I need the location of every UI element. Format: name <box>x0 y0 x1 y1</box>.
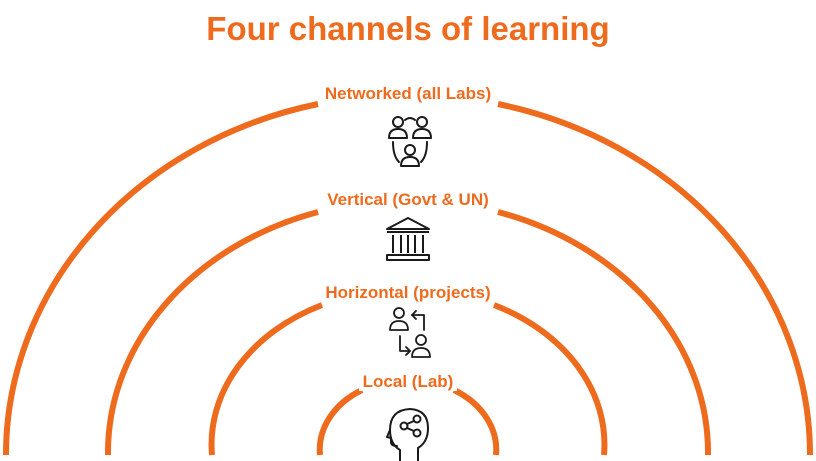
ring-networked <box>3 101 319 456</box>
channel-label-networked: Networked (all Labs) <box>0 84 816 104</box>
ring-vertical <box>104 209 319 456</box>
channel-label-vertical: Vertical (Govt & UN) <box>0 190 816 210</box>
network-people-icon <box>388 116 432 167</box>
head-share-icon <box>386 408 429 461</box>
people-exchange-icon <box>389 307 431 358</box>
ring-vertical <box>497 209 712 456</box>
government-building-icon <box>386 217 430 261</box>
ring-networked <box>497 101 813 456</box>
ring-horizontal <box>208 302 324 456</box>
channel-label-horizontal: Horizontal (projects) <box>0 283 816 303</box>
ring-horizontal <box>492 302 608 456</box>
ring-local <box>316 387 364 456</box>
ring-local <box>452 387 500 456</box>
channel-label-local: Local (Lab) <box>0 372 816 392</box>
page-title: Four channels of learning <box>206 10 610 47</box>
